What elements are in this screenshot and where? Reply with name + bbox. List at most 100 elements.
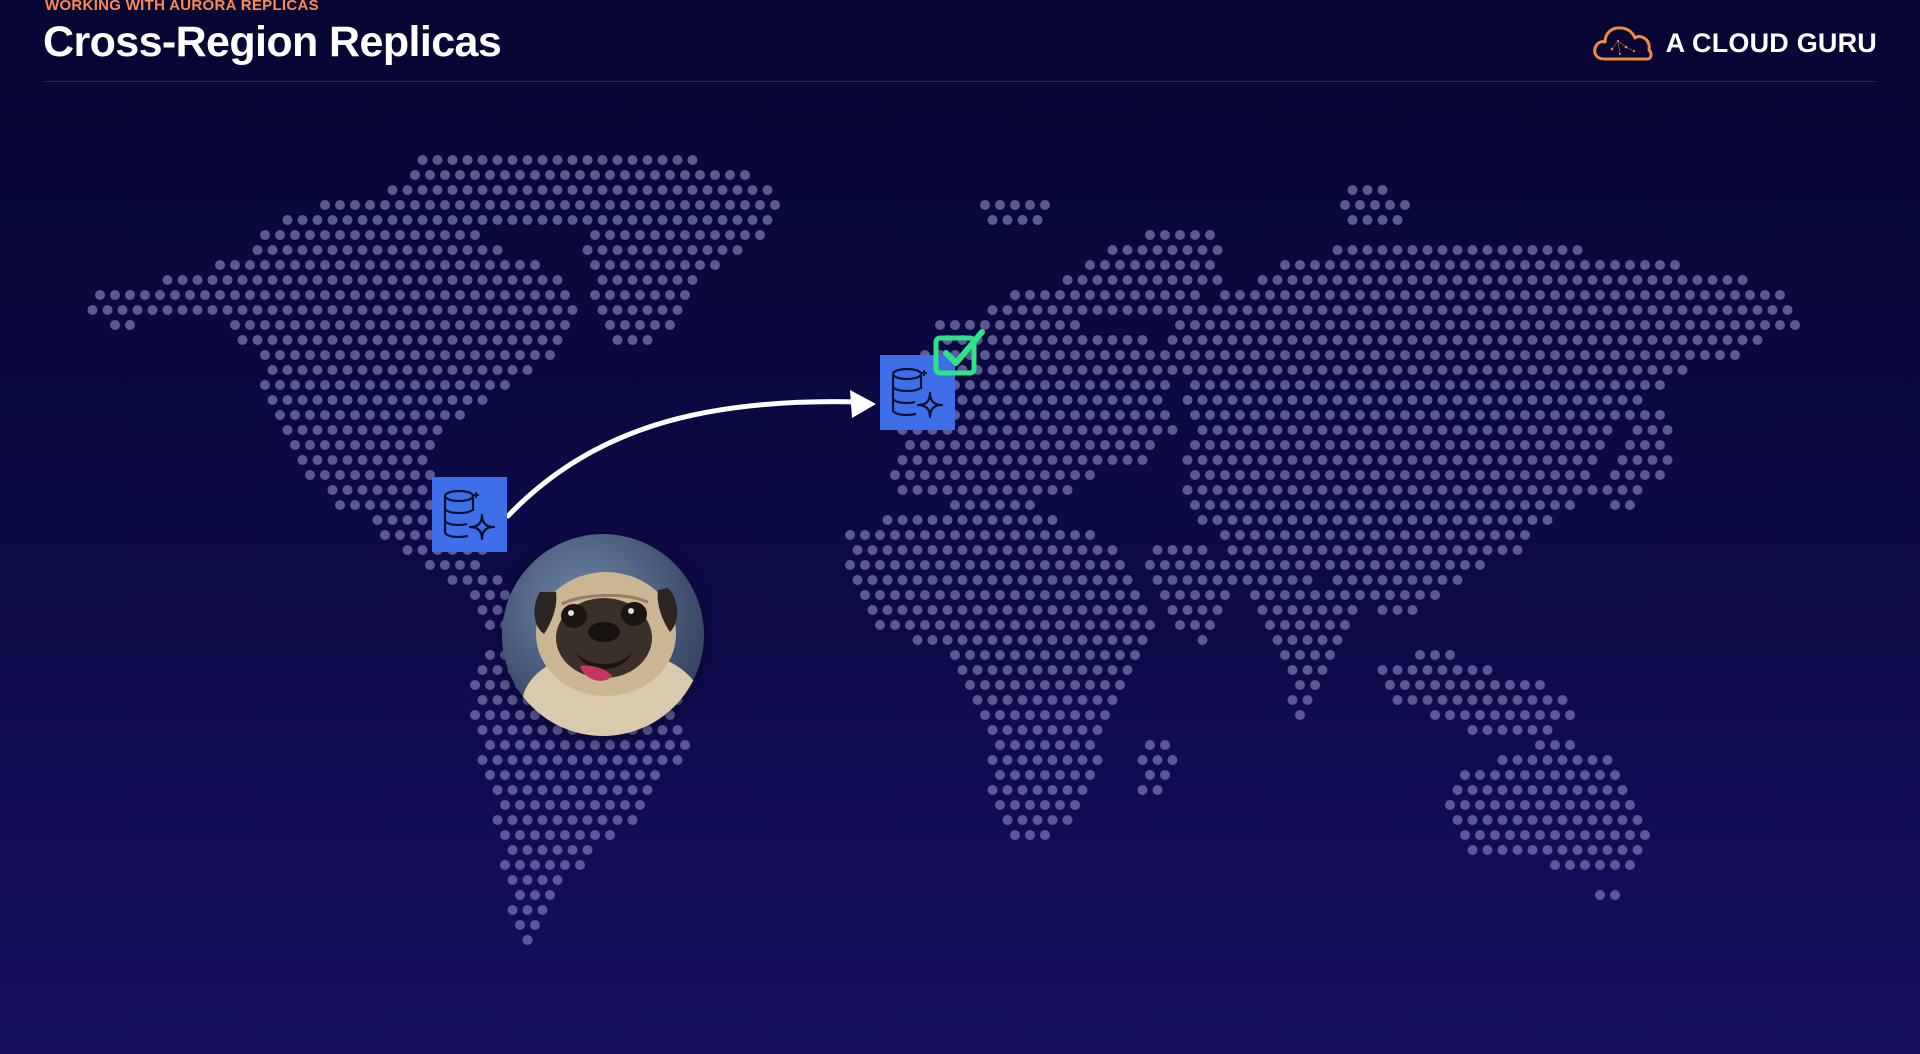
map-dot	[635, 170, 645, 180]
map-dot	[1370, 260, 1380, 270]
map-dot	[1355, 590, 1365, 600]
map-dot	[965, 620, 975, 630]
map-dot	[537, 335, 548, 345]
map-dot	[515, 170, 525, 180]
map-dot	[1400, 260, 1410, 270]
map-dot	[1497, 305, 1508, 315]
map-dot	[290, 290, 300, 300]
map-dot	[515, 350, 525, 360]
map-dot	[732, 185, 743, 195]
map-dot	[1130, 380, 1140, 390]
map-dot	[627, 215, 638, 225]
map-dot	[515, 290, 525, 300]
map-dot	[635, 770, 645, 780]
map-dot	[912, 485, 923, 495]
map-dot	[410, 440, 420, 450]
map-dot	[1460, 320, 1470, 330]
map-dot	[927, 605, 938, 615]
map-dot	[1497, 335, 1508, 345]
map-dot	[980, 440, 990, 450]
map-dot	[1430, 350, 1440, 360]
map-dot	[1640, 440, 1650, 450]
map-dot	[380, 410, 390, 420]
map-dot	[1100, 290, 1110, 300]
map-dot	[1385, 590, 1395, 600]
map-dot	[1092, 575, 1103, 585]
map-dot	[372, 335, 383, 345]
map-dot	[605, 800, 615, 810]
map-dot	[890, 620, 900, 630]
map-dot	[1265, 350, 1275, 360]
map-dot	[1617, 365, 1628, 375]
map-dot	[387, 455, 398, 465]
map-dot	[1017, 665, 1028, 675]
map-dot	[455, 380, 465, 390]
map-dot	[1572, 335, 1583, 345]
map-dot	[447, 575, 458, 585]
map-dot	[320, 350, 330, 360]
map-dot	[1325, 380, 1335, 390]
map-dot	[1400, 440, 1410, 450]
map-dot	[545, 800, 555, 810]
map-dot	[1295, 530, 1305, 540]
map-dot	[515, 260, 525, 270]
map-dot	[1355, 500, 1365, 510]
map-dot	[1370, 560, 1380, 570]
map-dot	[1520, 500, 1530, 510]
map-dot	[1107, 605, 1118, 615]
map-dot	[260, 290, 270, 300]
map-dot	[1047, 725, 1058, 735]
map-dot	[1017, 605, 1028, 615]
map-dot	[1167, 425, 1178, 435]
map-dot	[1535, 710, 1545, 720]
map-dot	[1527, 725, 1538, 735]
map-dot	[1332, 335, 1343, 345]
map-dot	[1602, 845, 1613, 855]
map-dot	[1032, 515, 1043, 525]
map-dot	[1475, 770, 1485, 780]
map-dot	[695, 260, 705, 270]
map-dot	[1017, 725, 1028, 735]
map-dot	[1520, 410, 1530, 420]
map-dot	[1115, 650, 1125, 660]
map-dot	[1235, 350, 1245, 360]
map-dot	[417, 155, 428, 165]
map-dot	[1002, 815, 1013, 825]
map-dot	[1085, 710, 1095, 720]
map-dot	[477, 365, 488, 375]
map-dot	[1580, 260, 1590, 270]
map-dot	[1422, 695, 1433, 705]
map-dot	[1752, 335, 1763, 345]
map-dot	[1565, 860, 1575, 870]
map-dot	[1640, 350, 1650, 360]
map-dot	[980, 650, 990, 660]
map-dot	[1040, 590, 1050, 600]
map-dot	[702, 215, 713, 225]
map-dot	[1512, 395, 1523, 405]
map-dot	[1280, 560, 1290, 570]
map-dot	[1272, 635, 1283, 645]
map-dot	[1677, 365, 1688, 375]
map-dot	[920, 560, 930, 570]
map-dot	[1415, 470, 1425, 480]
map-dot	[522, 725, 533, 735]
map-dot	[530, 920, 540, 930]
map-dot	[1242, 515, 1253, 525]
map-dot	[357, 365, 368, 375]
map-dot	[440, 290, 450, 300]
map-dot	[1092, 545, 1103, 555]
map-dot	[597, 185, 608, 195]
map-dot	[1482, 665, 1493, 675]
map-dot	[342, 215, 353, 225]
map-dot	[1527, 455, 1538, 465]
section-eyebrow: WORKING WITH AURORA REPLICAS	[45, 0, 319, 14]
map-dot	[417, 305, 428, 315]
map-dot	[1287, 665, 1298, 675]
map-dot	[905, 530, 915, 540]
map-dot	[1317, 275, 1328, 285]
replica-db-node[interactable]	[880, 355, 955, 430]
map-dot	[1647, 455, 1658, 465]
map-dot	[1445, 470, 1455, 480]
primary-db-node[interactable]	[432, 477, 507, 552]
map-dot	[1550, 800, 1560, 810]
